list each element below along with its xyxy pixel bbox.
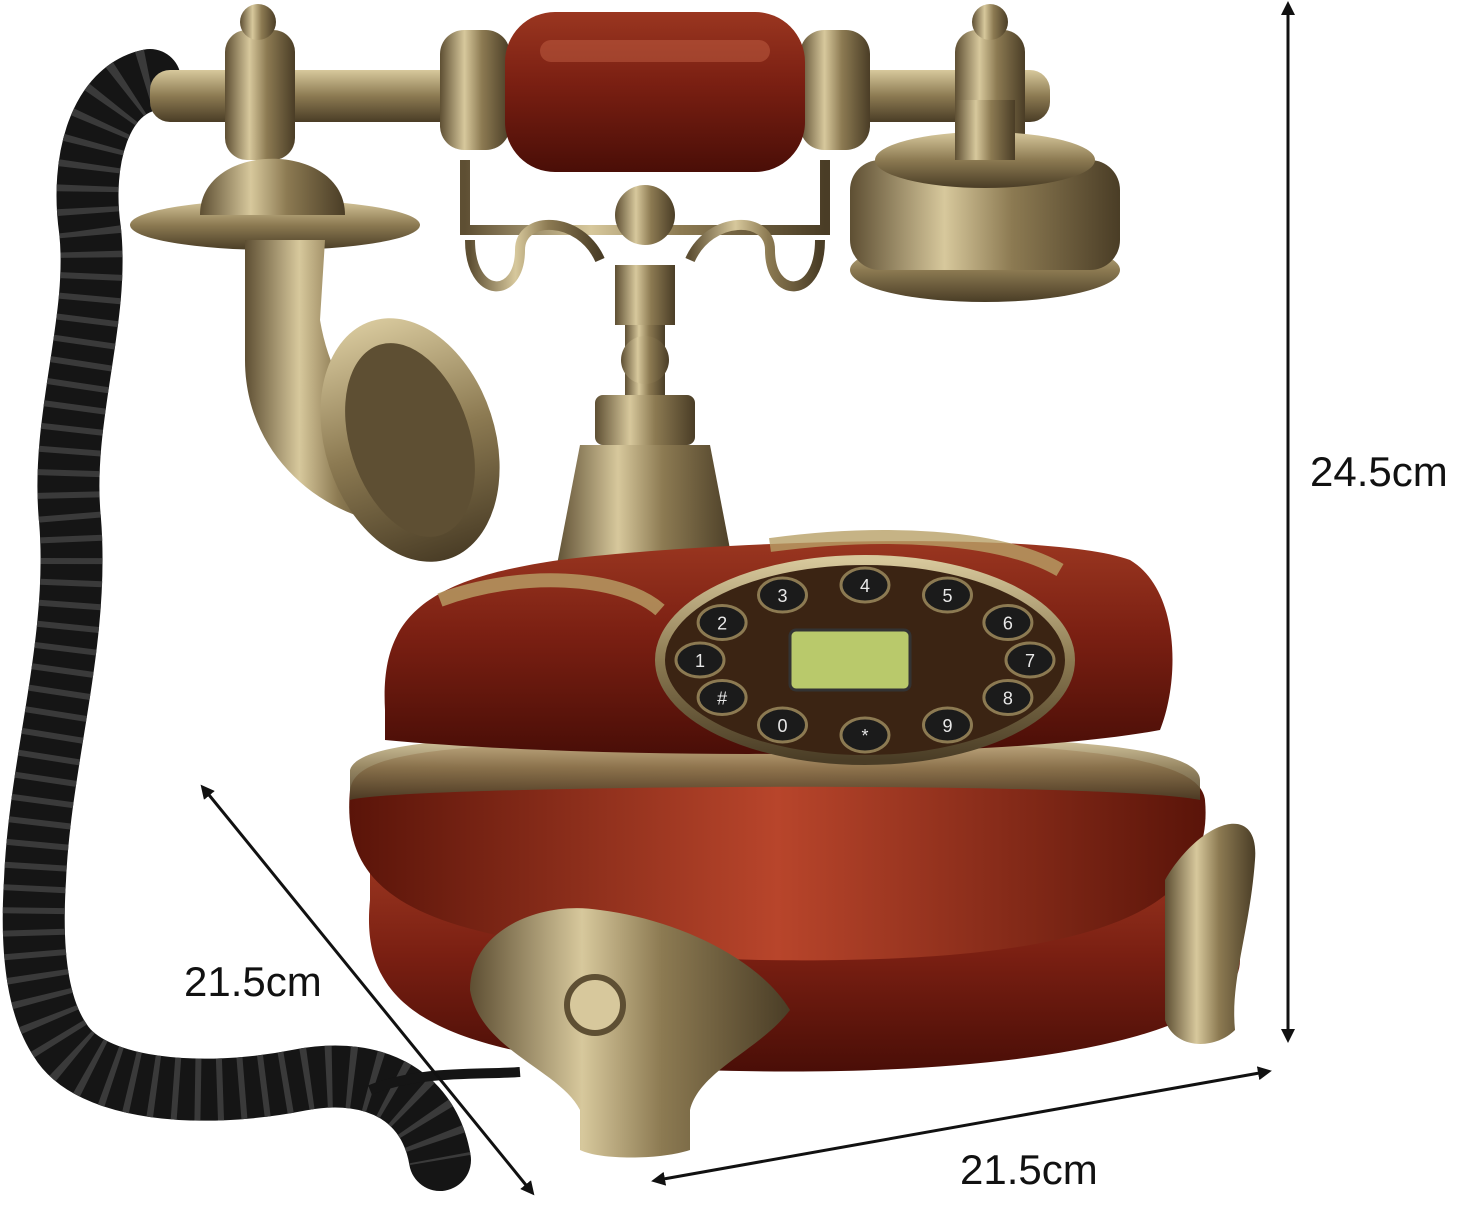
keypad-key: 3 <box>757 576 808 614</box>
bracket-finial <box>615 265 675 325</box>
keypad-key: 1 <box>674 641 726 679</box>
keypad-key-label: 0 <box>777 716 787 736</box>
handset-grip-shine <box>540 40 770 62</box>
keypad-key-label: * <box>861 726 868 746</box>
width-label: 21.5cm <box>960 1146 1098 1193</box>
mouthpiece <box>130 158 500 562</box>
keypad-key: 2 <box>696 604 748 641</box>
keypad-key-label: 7 <box>1025 651 1035 671</box>
lcd-display <box>788 628 912 692</box>
keypad-key: 5 <box>922 576 973 614</box>
keypad-key: 4 <box>839 566 891 604</box>
width-arrow <box>651 1066 1272 1186</box>
keypad-key-label: 3 <box>777 586 787 606</box>
keypad-key: 6 <box>982 604 1034 641</box>
ornate-feet <box>470 823 1256 1158</box>
keypad-key-label: 6 <box>1003 614 1013 634</box>
keypad-key-label: 1 <box>695 651 705 671</box>
keypad-key: 0 <box>757 706 808 744</box>
stem <box>555 325 735 575</box>
bracket-medallion <box>615 185 675 245</box>
dimension-arrows <box>200 0 1295 1196</box>
handset-grip <box>505 12 805 172</box>
depth-label: 21.5cm <box>184 958 322 1005</box>
keypad-keys: 12 3 4 5 678 9 * 0 # <box>674 566 1056 754</box>
depth-arrow <box>200 784 535 1196</box>
keypad-key-label: 8 <box>1003 689 1013 709</box>
keypad-key-label: 2 <box>717 614 727 634</box>
keypad-key-label: 5 <box>942 586 952 606</box>
keypad-key: 8 <box>982 679 1034 716</box>
keypad-key-label: 9 <box>942 716 952 736</box>
keypad-key-label: 4 <box>860 576 870 596</box>
earpiece <box>850 100 1120 302</box>
keypad: 12 3 4 5 678 9 * 0 # <box>655 555 1075 765</box>
keypad-key-label: # <box>717 689 727 709</box>
keypad-key: 9 <box>922 706 973 744</box>
keypad-key: # <box>696 679 748 716</box>
keypad-key: 7 <box>1004 641 1056 679</box>
keypad-key: * <box>839 716 891 754</box>
height-label: 24.5cm <box>1310 448 1448 495</box>
